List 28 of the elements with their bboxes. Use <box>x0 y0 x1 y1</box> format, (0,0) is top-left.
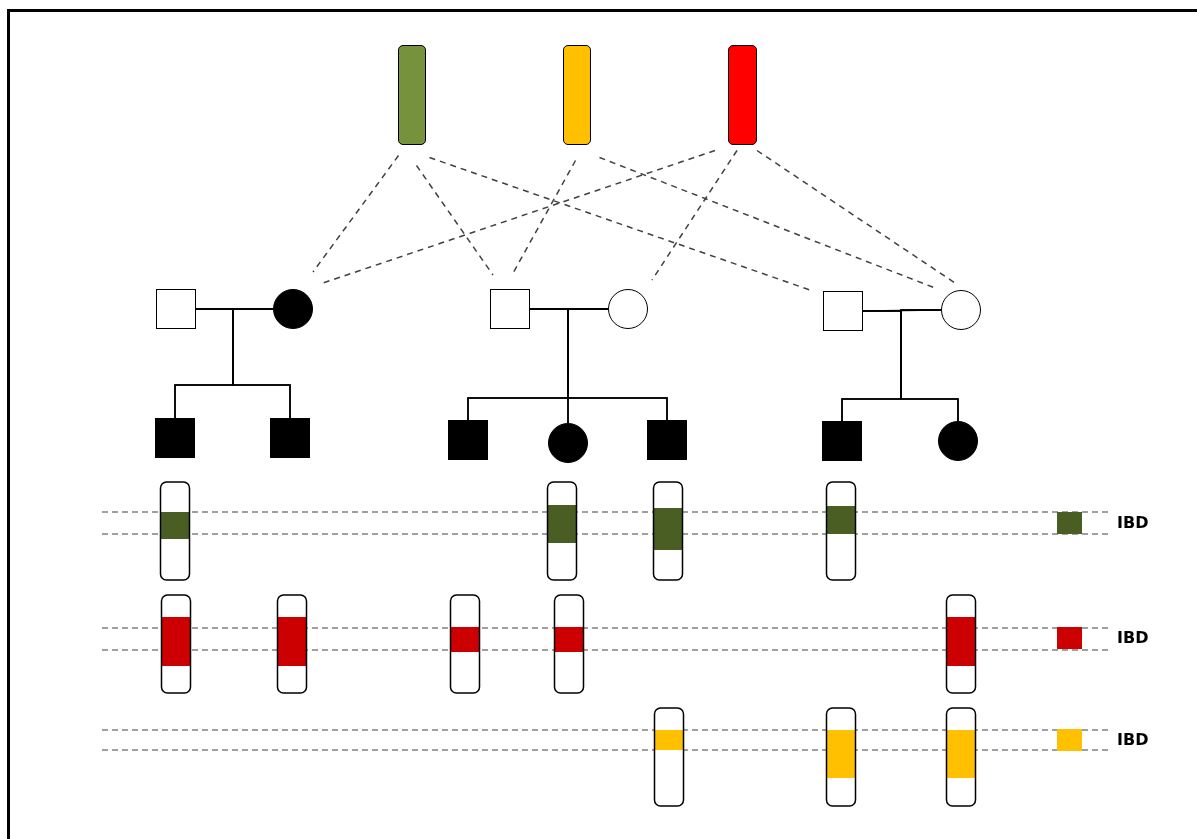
chromosome-bar <box>727 44 757 145</box>
dashed-line <box>428 156 811 291</box>
female-circle <box>548 423 588 463</box>
legend-label: IBD <box>1117 730 1149 750</box>
male-square <box>156 289 196 329</box>
male-square <box>270 418 310 458</box>
male-square <box>823 291 863 331</box>
chromosome-bar <box>562 44 591 145</box>
legend-label: IBD <box>1117 628 1149 648</box>
female-circle <box>608 289 648 329</box>
male-square <box>155 418 195 458</box>
female-circle <box>938 421 978 461</box>
pedigree-line <box>900 309 959 422</box>
pedigree-line <box>567 308 668 421</box>
dashed-line <box>312 154 400 273</box>
legend-label: IBD <box>1117 513 1149 533</box>
female-circle <box>273 289 313 329</box>
male-square <box>647 420 687 460</box>
male-square <box>822 421 862 461</box>
male-square <box>490 289 530 329</box>
pedigree-line <box>232 308 291 419</box>
female-circle <box>941 290 981 330</box>
dashed-line <box>598 156 936 289</box>
chromosome-bar <box>397 44 426 145</box>
male-square <box>448 420 488 460</box>
dashed-line <box>651 149 738 281</box>
dashed-line <box>415 164 494 276</box>
dashed-line <box>322 149 716 284</box>
